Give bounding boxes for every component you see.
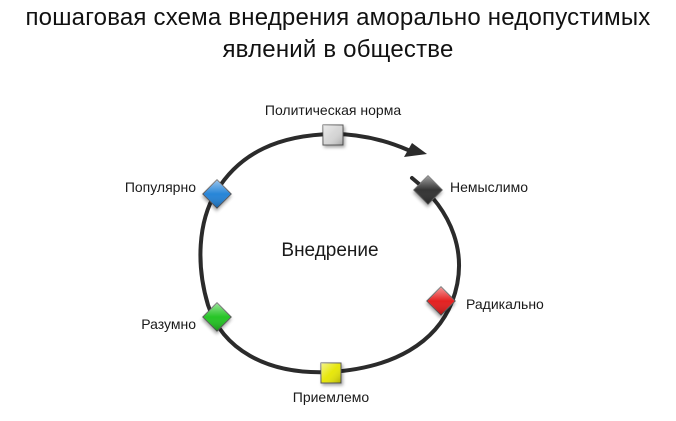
stage-marker-shine <box>426 286 456 316</box>
stage-node-nemyslimo: Немыслимо <box>413 175 528 205</box>
stage-node-priemlemo: Приемлемо <box>293 362 370 405</box>
stage-node-radikalno: Радикально <box>426 286 544 316</box>
stages-layer: Политическая нормаПопулярноРазумноПриемл… <box>125 102 544 405</box>
title-line-1: пошаговая схема внедрения аморально недо… <box>25 4 651 31</box>
stage-node-populyarno: Популярно <box>125 179 232 209</box>
stage-label-radikalno: Радикально <box>466 296 544 312</box>
stage-label-politicheskaya-norma: Политическая норма <box>265 102 401 118</box>
cycle-arrowhead <box>404 143 427 157</box>
stage-marker-shine <box>413 175 443 205</box>
stage-marker-shine <box>321 363 341 383</box>
center-label: Внедрение <box>281 240 378 261</box>
stage-node-razumno: Разумно <box>141 302 232 332</box>
stage-label-populyarno: Популярно <box>125 179 196 195</box>
stage-node-politicheskaya-norma: Политическая норма <box>265 102 401 146</box>
title-line-2: явлений в обществе <box>222 36 454 63</box>
stage-marker-shine <box>323 125 343 145</box>
stage-marker-shine <box>202 179 232 209</box>
stage-label-priemlemo: Приемлемо <box>293 389 370 405</box>
stage-label-nemyslimo: Немыслимо <box>450 179 528 195</box>
stage-label-razumno: Разумно <box>141 316 196 332</box>
